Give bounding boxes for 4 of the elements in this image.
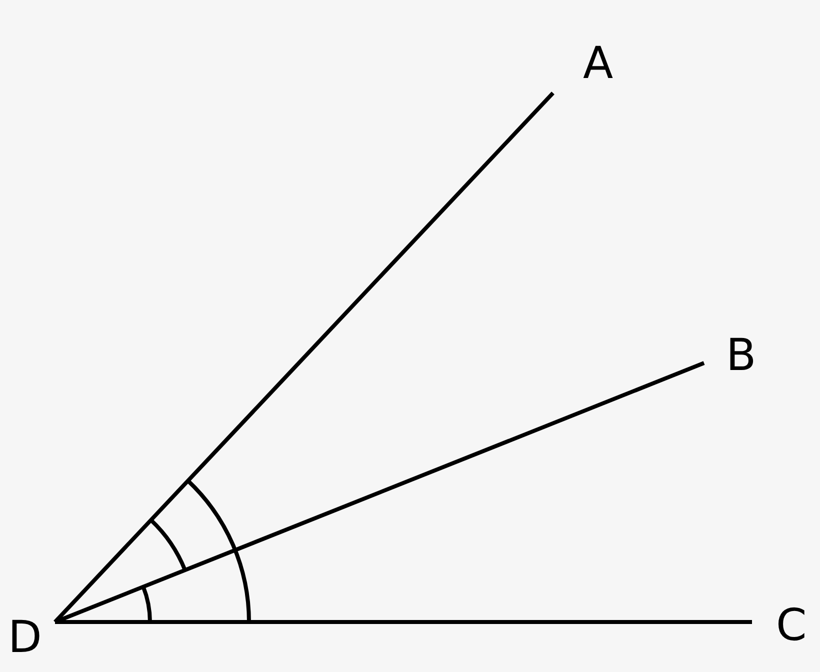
point-label: C (776, 604, 807, 648)
point-label: A (583, 42, 614, 86)
point-label: D (8, 616, 42, 660)
point-label: B (726, 334, 756, 378)
